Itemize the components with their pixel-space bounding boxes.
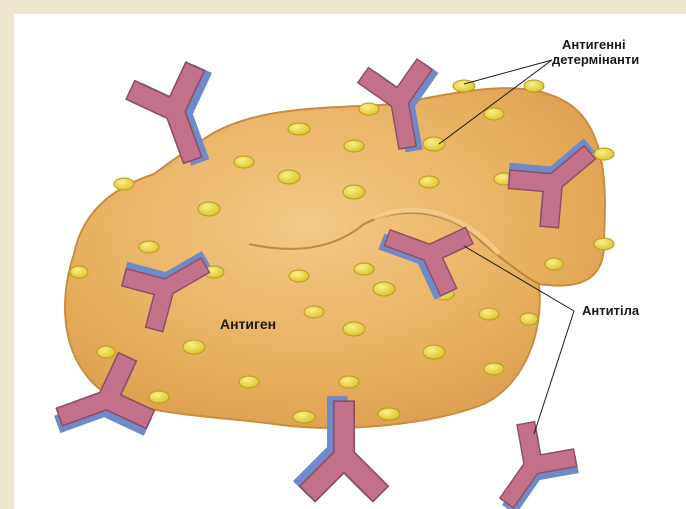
determinants-label-line2: детермінанти: [552, 52, 639, 67]
antigen-body: [65, 88, 605, 428]
antibody-free: [474, 414, 588, 509]
antibodies-label: Антитіла: [582, 303, 639, 318]
determinants-label-line1: Антигенні: [552, 37, 639, 52]
antigen-antibody-illustration: [14, 14, 686, 509]
antigen-label: Антиген: [220, 317, 276, 332]
determinants-label: Антигенні детермінанти: [552, 37, 639, 67]
diagram-canvas: Антигенні детермінанти Антитіла Антиген: [14, 14, 686, 509]
